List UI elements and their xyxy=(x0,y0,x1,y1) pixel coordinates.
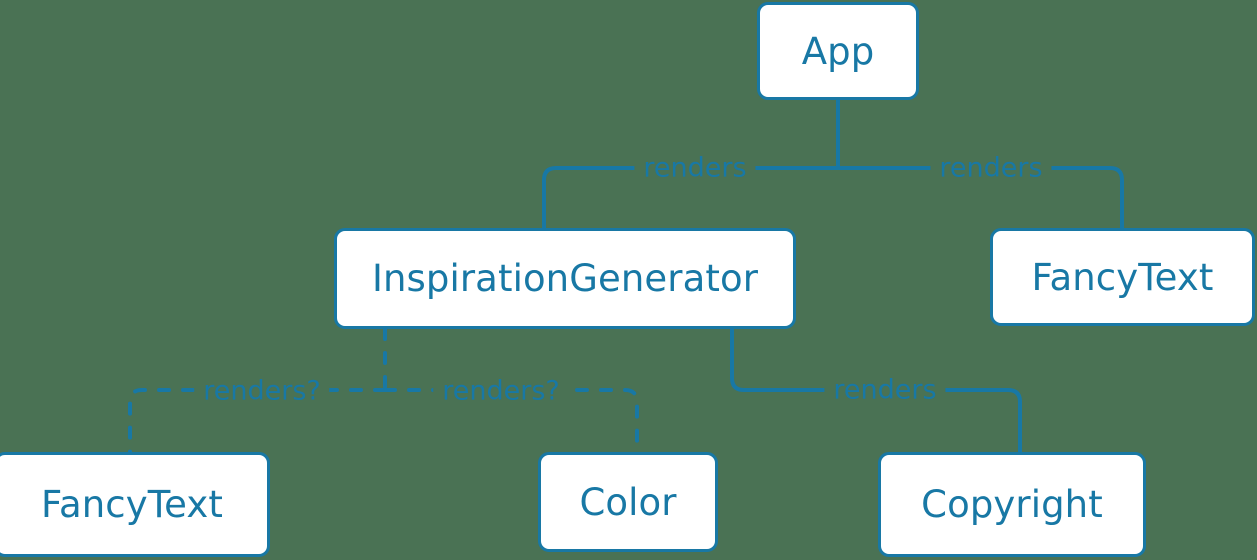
node-fancytext-right-label: FancyText xyxy=(1031,255,1214,299)
edge-label-app-fancytext: renders xyxy=(930,154,1052,182)
node-inspirationgenerator[interactable]: InspirationGenerator xyxy=(334,228,796,329)
edge-label-inspirationgenerator-fancytext: renders? xyxy=(194,377,330,405)
node-color[interactable]: Color xyxy=(538,452,718,552)
edge-label-inspirationgenerator-copyright: renders xyxy=(824,376,946,404)
node-inspirationgenerator-label: InspirationGenerator xyxy=(371,257,759,300)
node-color-label: Color xyxy=(579,480,677,524)
node-app-label: App xyxy=(801,29,875,73)
edge-label-inspirationgenerator-color: renders? xyxy=(433,377,569,405)
node-fancytext-left-label: FancyText xyxy=(41,483,223,526)
node-copyright-label: Copyright xyxy=(921,483,1103,526)
node-app[interactable]: App xyxy=(757,2,919,100)
node-fancytext-left[interactable]: FancyText xyxy=(0,452,270,557)
node-copyright[interactable]: Copyright xyxy=(878,452,1146,557)
node-fancytext-right[interactable]: FancyText xyxy=(990,228,1255,326)
edge-label-app-inspirationgenerator: renders xyxy=(634,154,756,182)
